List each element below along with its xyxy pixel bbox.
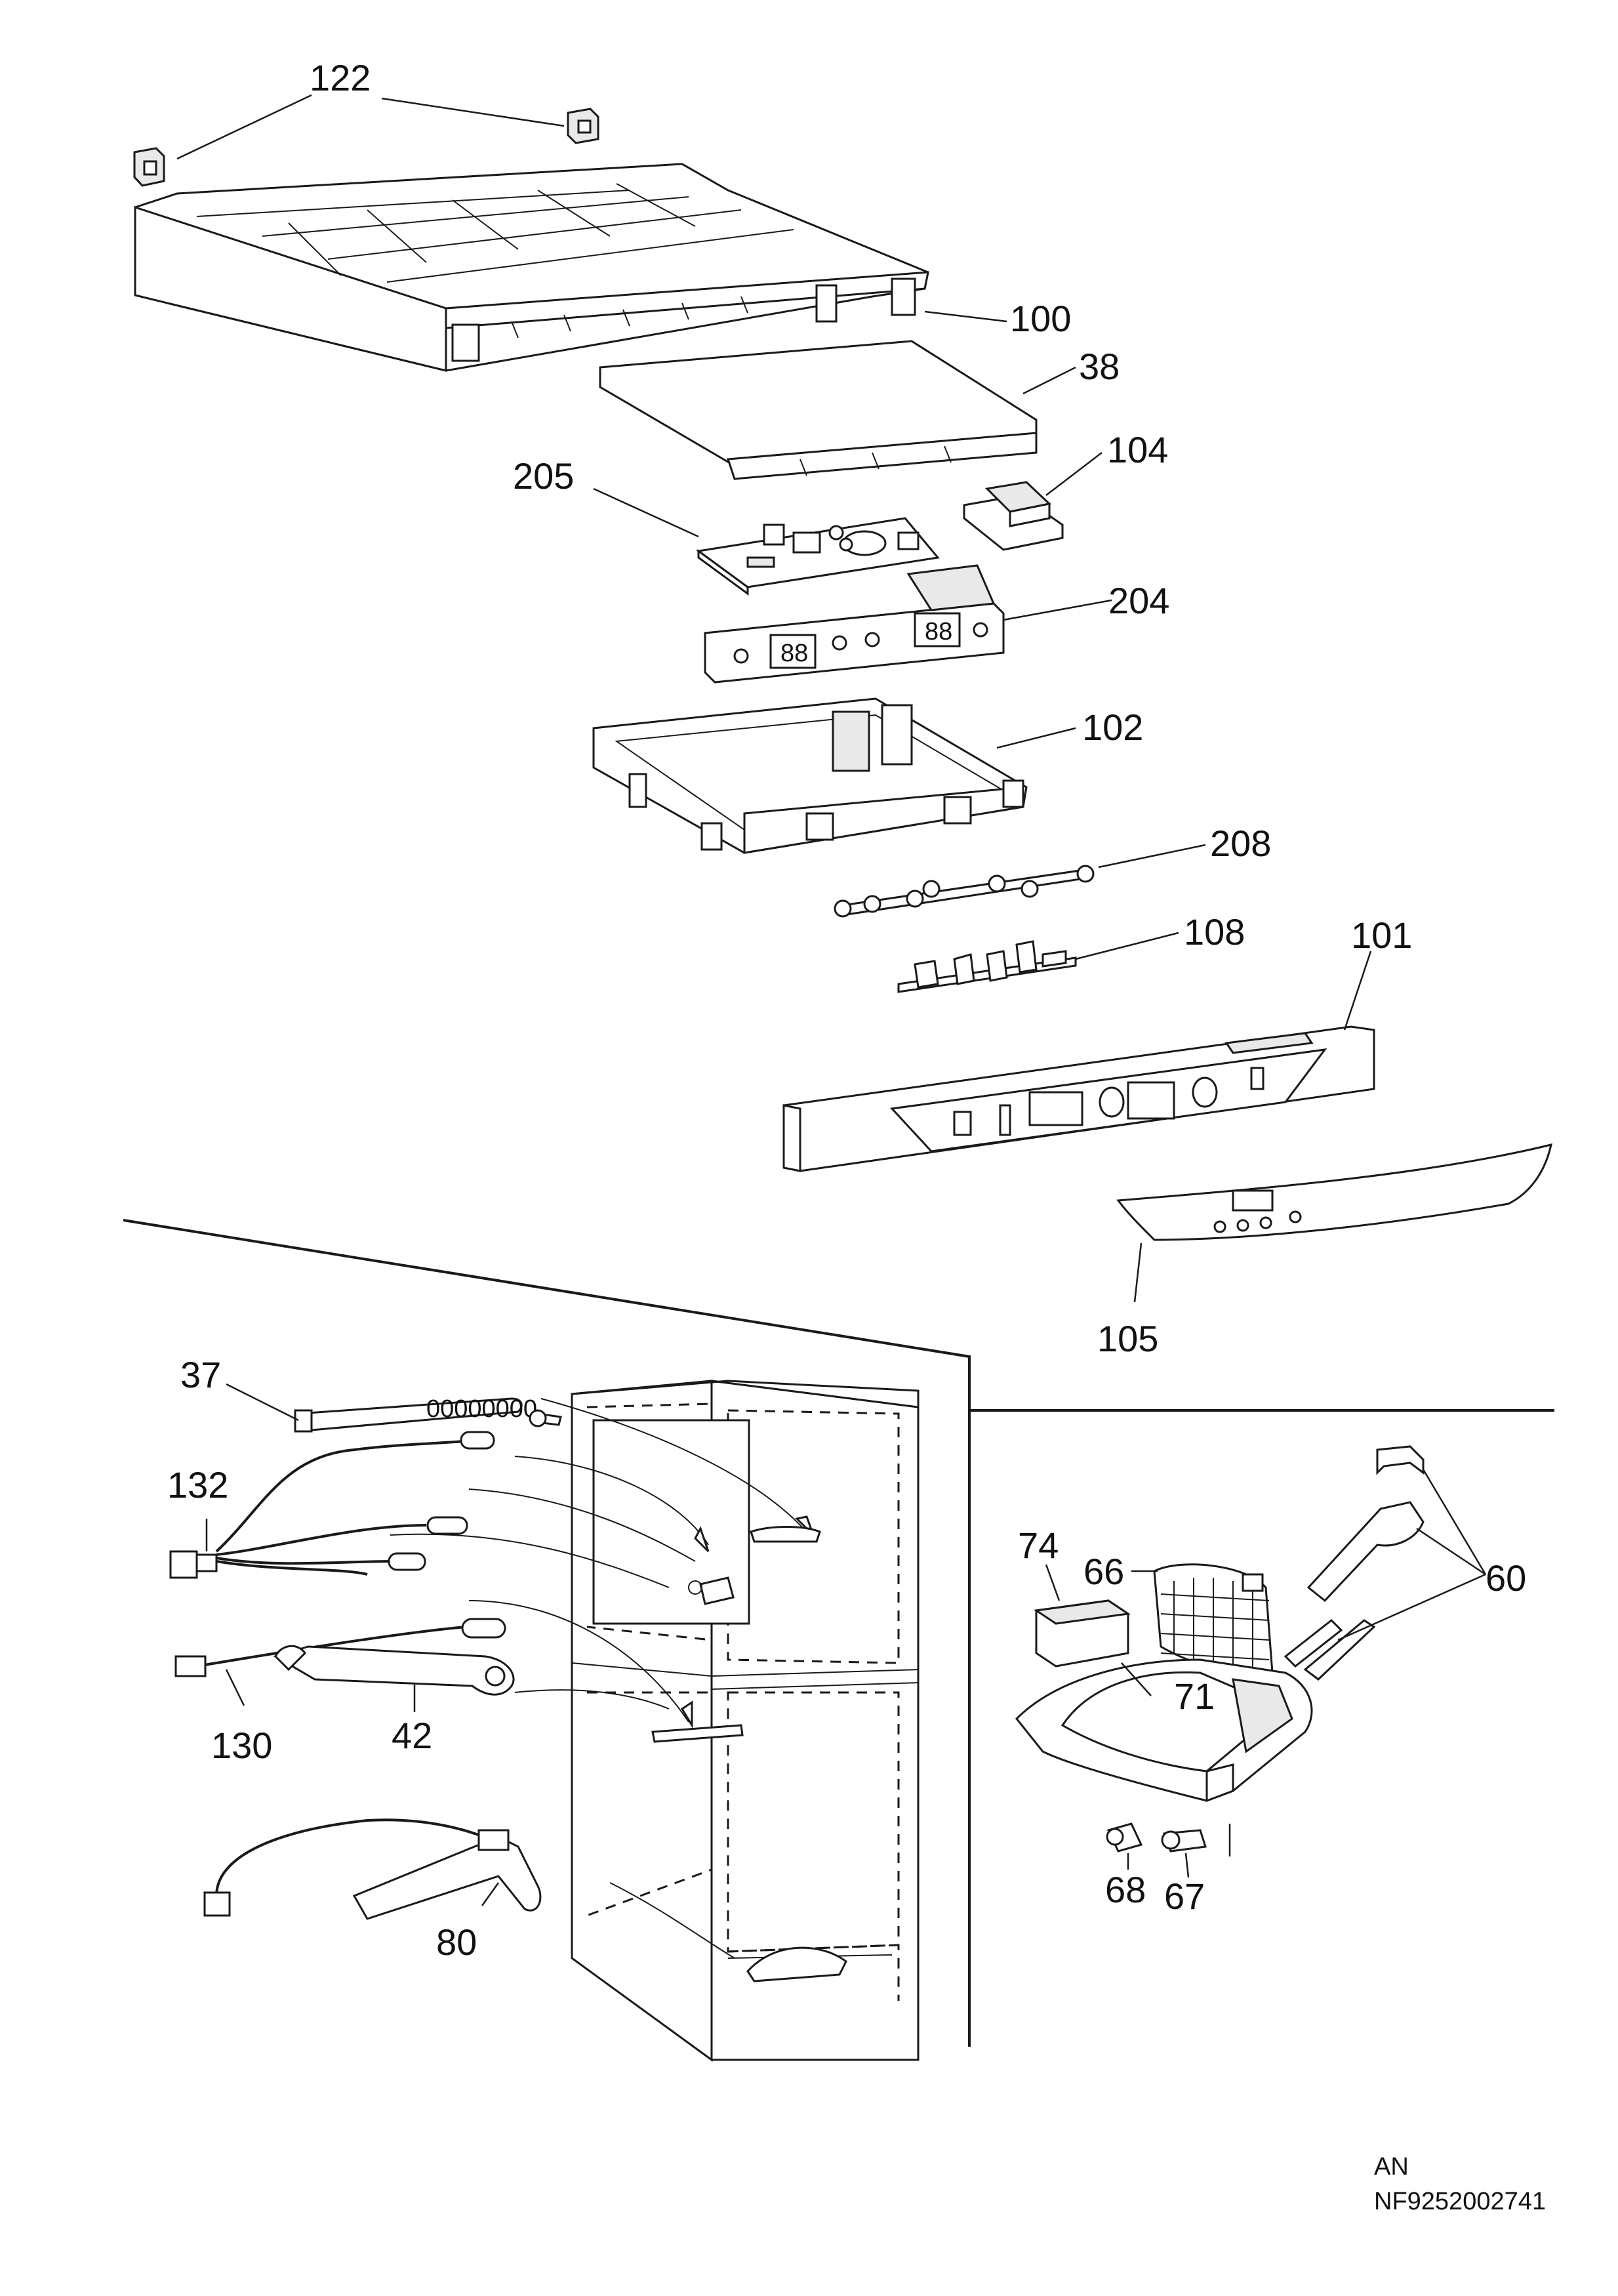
- part-67-socket: [1161, 1829, 1207, 1853]
- part-101-control-panel: [782, 1025, 1375, 1172]
- callout-204: 204: [1108, 580, 1169, 621]
- callout-102: 102: [1082, 707, 1143, 748]
- footer-doc-number: NF9252002741: [1374, 2188, 1546, 2215]
- section-divider-lines: [123, 1219, 1554, 2047]
- part-205-main-pcb: [696, 517, 940, 596]
- callout-labels: 122 100 38 104 205 204 102 208 108 101 1…: [167, 57, 1526, 1963]
- callout-80: 80: [436, 1921, 477, 1963]
- part-122-clip-right: [567, 108, 599, 144]
- callout-205: 205: [513, 455, 574, 497]
- callout-108: 108: [1184, 911, 1245, 953]
- part-66-filter-grille: [1153, 1563, 1274, 1676]
- part-104-component: [963, 481, 1064, 551]
- callout-42: 42: [392, 1715, 432, 1756]
- callout-38: 38: [1079, 346, 1120, 387]
- part-71-drawer: [1015, 1658, 1313, 1803]
- installation-arrows: [390, 1398, 847, 1982]
- part-42-sensor-holder: [273, 1645, 515, 1696]
- callout-122: 122: [310, 57, 371, 98]
- svg-text:00000000: 00000000: [426, 1395, 537, 1423]
- callout-37: 37: [180, 1354, 221, 1395]
- callout-101: 101: [1351, 914, 1412, 956]
- callout-130: 130: [211, 1725, 272, 1766]
- part-68-bulb: [1106, 1822, 1143, 1853]
- footer-code: AN: [1374, 2153, 1409, 2181]
- callout-67: 67: [1164, 1876, 1205, 1917]
- svg-text:88: 88: [780, 640, 808, 667]
- part-38-tray: [599, 340, 1038, 480]
- footer-codes: AN NF9252002741: [1374, 2153, 1546, 2215]
- part-100-top-cover: [134, 163, 929, 372]
- part-132-wire-harness: [169, 1431, 495, 1579]
- svg-text:88: 88: [925, 618, 952, 646]
- callout-105: 105: [1097, 1318, 1158, 1359]
- callout-208: 208: [1210, 823, 1271, 864]
- part-122-clip-left: [133, 147, 165, 187]
- part-130-sensor-cable: [174, 1618, 506, 1677]
- part-74-block: [1033, 1599, 1131, 1668]
- callout-60: 60: [1486, 1557, 1526, 1599]
- part-105-trim-strip: [1116, 1143, 1552, 1241]
- part-60-hinges: [1284, 1445, 1425, 1681]
- callout-66: 66: [1083, 1551, 1124, 1592]
- bottom-leader-lines: [205, 1383, 1487, 1906]
- callout-68: 68: [1105, 1869, 1146, 1910]
- part-204-display-board: 88 88: [704, 564, 1005, 684]
- part-80-drain-sensor: [203, 1818, 542, 1920]
- part-102-control-housing: [592, 697, 1028, 854]
- top-leader-lines: [176, 94, 1372, 1303]
- callout-71: 71: [1174, 1675, 1215, 1717]
- part-37-sensor-holder: 00000000: [294, 1395, 562, 1433]
- callout-74: 74: [1018, 1525, 1059, 1566]
- part-208-light-strip: [834, 865, 1095, 918]
- callout-132: 132: [167, 1464, 228, 1506]
- callout-100: 100: [1010, 298, 1071, 339]
- callout-104: 104: [1107, 429, 1168, 470]
- part-108-button-set: [897, 940, 1077, 993]
